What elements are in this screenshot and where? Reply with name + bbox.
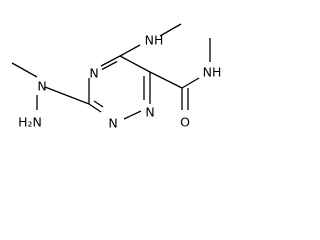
atom-n-ring-lower-right: N bbox=[145, 105, 154, 120]
substituent-bonds bbox=[11, 23, 211, 110]
atom-n-hydrazine: N bbox=[37, 79, 46, 94]
atom-labels: N N N NH NH N H₂N O bbox=[18, 33, 221, 131]
bond-c5-n4 bbox=[100, 55, 121, 67]
atom-n-ring-lower-left: N bbox=[108, 116, 117, 131]
atom-nh-methylamino: NH bbox=[145, 33, 164, 48]
atom-o-carbonyl: O bbox=[180, 115, 190, 130]
bond-c3-n2-double bbox=[93, 100, 104, 108]
bond-c6-camide bbox=[149, 71, 183, 89]
bond-c5-nh bbox=[119, 44, 141, 57]
structure-diagram: N N N NH NH N H₂N O bbox=[11, 23, 221, 131]
bond-c5-n4-double bbox=[101, 60, 118, 71]
bond-nhydrazine-methyl bbox=[11, 62, 38, 78]
bond-nh-methyl bbox=[159, 23, 182, 37]
bond-c3-nhydrazine bbox=[44, 86, 90, 105]
atom-n-ring-top: N bbox=[89, 66, 98, 81]
bond-n2-n1 bbox=[123, 110, 142, 120]
ring-bonds bbox=[88, 55, 151, 120]
bond-c3-n2 bbox=[88, 103, 102, 113]
atom-nh2-hydrazine: H₂N bbox=[18, 115, 42, 130]
atom-nh-amide: NH bbox=[203, 65, 222, 80]
bond-c6-c5 bbox=[119, 55, 151, 73]
bond-camide-nh bbox=[181, 77, 200, 89]
